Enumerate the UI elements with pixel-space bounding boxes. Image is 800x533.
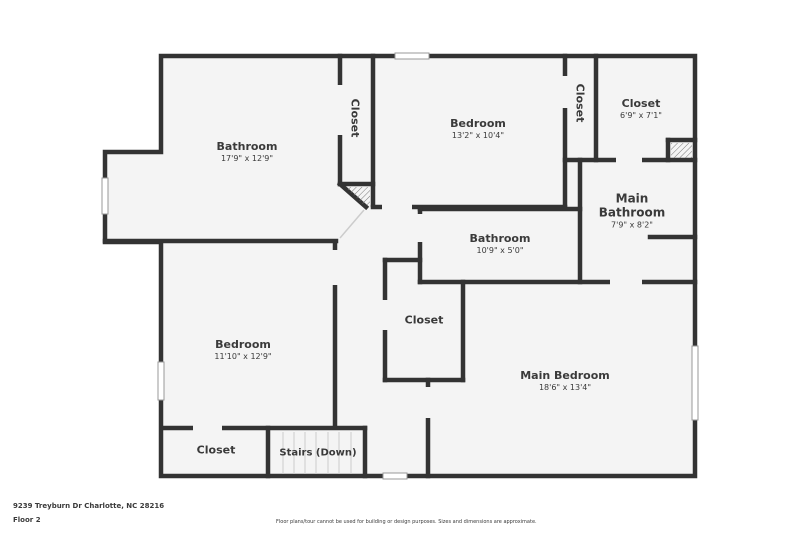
room-bedroom-2: Bedroom 11'10" x 12'9" xyxy=(214,338,272,361)
room-closet-3: Closet 6'9" x 7'1" xyxy=(620,97,662,120)
stair-treads xyxy=(282,432,352,474)
room-closet-2: Closet xyxy=(573,83,587,123)
hatch xyxy=(671,143,692,158)
floor-label: Floor 2 xyxy=(13,516,41,524)
address: 9239 Treyburn Dr Charlotte, NC 28216 xyxy=(13,502,165,510)
walls xyxy=(102,53,698,479)
room-main-bathroom: Main Bathroom 7'9" x 8'2" xyxy=(598,191,666,230)
openings xyxy=(193,76,642,431)
hatch xyxy=(345,187,370,205)
room-closet-4: Closet xyxy=(404,313,444,327)
room-bathroom-1: Bathroom 17'9" x 12'9" xyxy=(216,140,278,163)
room-stairs: Stairs (Down) xyxy=(279,447,357,459)
room-closet-1: Closet xyxy=(348,98,362,138)
disclaimer: Floor plans/tour cannot be used for buil… xyxy=(276,519,537,525)
floor-area xyxy=(105,56,695,476)
room-closet-5: Closet xyxy=(196,443,236,457)
windows xyxy=(101,52,699,480)
room-main-bedroom: Main Bedroom 18'6" x 13'4" xyxy=(520,369,610,392)
room-bedroom-1: Bedroom 13'2" x 10'4" xyxy=(450,117,506,140)
room-bathroom-2: Bathroom 10'9" x 5'0" xyxy=(469,232,531,255)
